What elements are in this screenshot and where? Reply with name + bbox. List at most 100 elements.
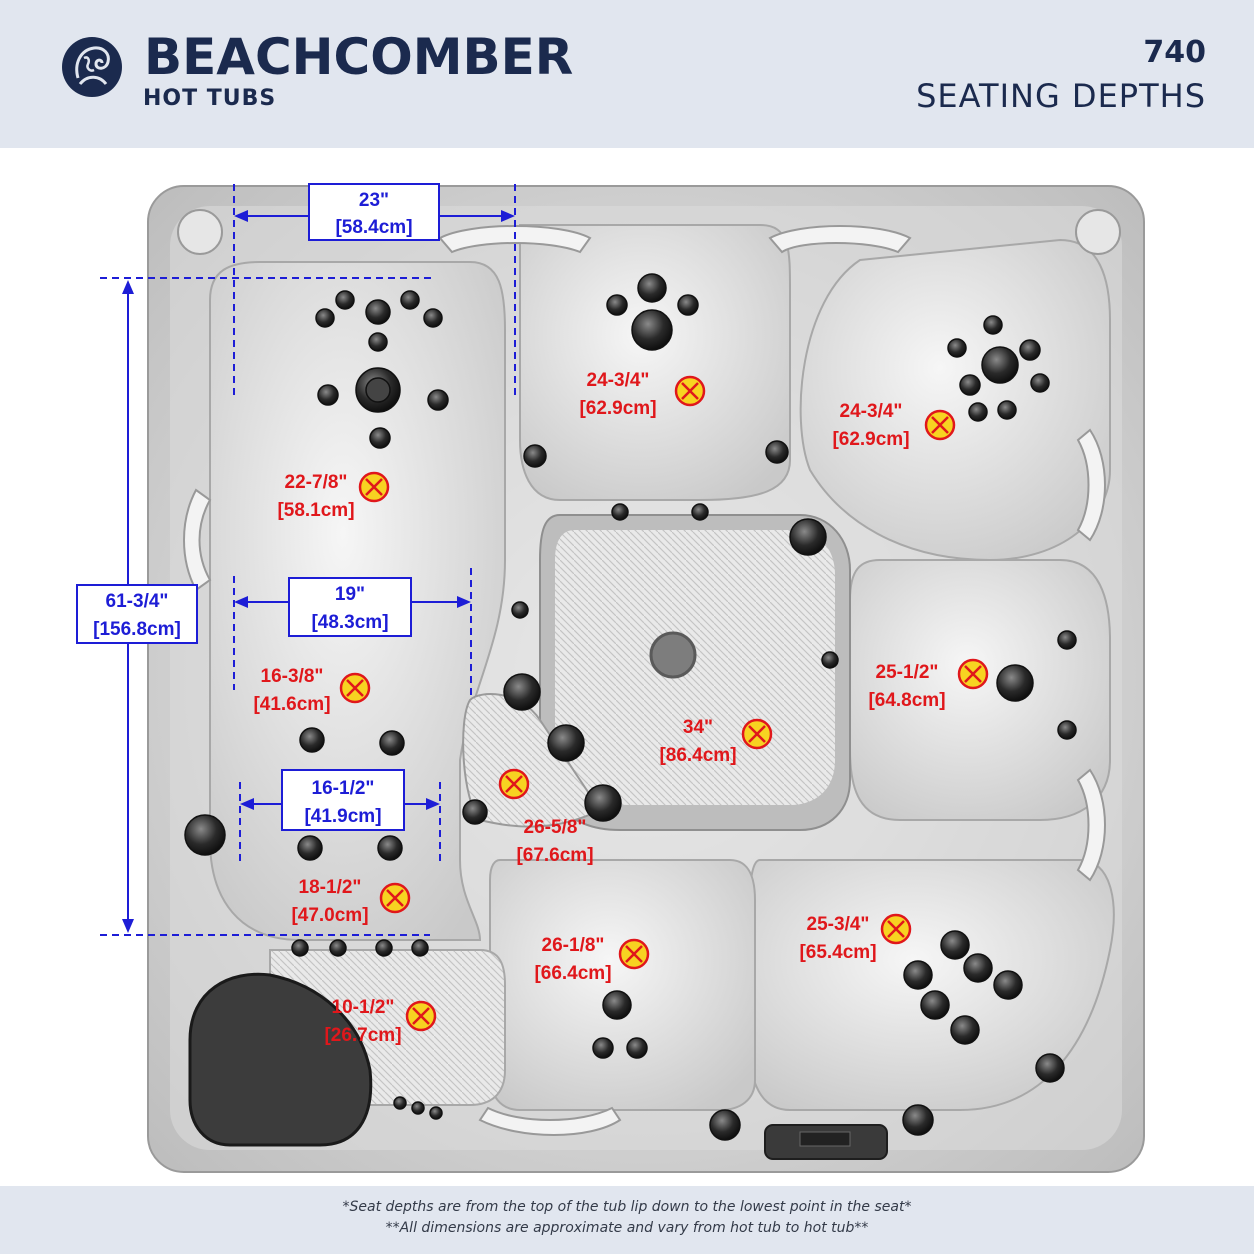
header-band xyxy=(0,0,1254,148)
jet-icon xyxy=(297,835,323,861)
seat-depth-label: 26-5/8" xyxy=(524,817,587,838)
seat-depth-label: 25-1/2" xyxy=(876,662,939,683)
footnote-approximate: **All dimensions are approximate and var… xyxy=(385,1220,869,1236)
seat-marker-icon xyxy=(924,409,956,441)
jet-icon xyxy=(429,1106,443,1120)
seat-marker-icon xyxy=(339,672,371,704)
jet-icon xyxy=(997,400,1017,420)
dimension-mid-width-in: 19" xyxy=(335,584,365,605)
jet-icon xyxy=(1057,630,1077,650)
grab-handle xyxy=(1076,428,1106,542)
dimension-overall-length-in: 61-3/4" xyxy=(106,591,169,612)
dimension-box xyxy=(281,769,405,831)
jet-icon xyxy=(329,939,347,957)
jet-icon xyxy=(462,799,488,825)
jet-icon xyxy=(299,727,325,753)
seat-depth-label: 25-3/4" xyxy=(807,914,870,935)
jet-icon xyxy=(691,503,709,521)
footnote-seat-depth: *Seat depths are from the top of the tub… xyxy=(342,1199,912,1215)
grab-handle xyxy=(768,225,912,254)
dimension-top-width-cm: [58.4cm] xyxy=(335,217,412,238)
jet-icon xyxy=(963,953,993,983)
seat-marker-icon xyxy=(358,471,390,503)
jet-icon xyxy=(375,939,393,957)
jet-icon xyxy=(1057,720,1077,740)
jet-icon xyxy=(981,346,1019,384)
jet-icon xyxy=(369,427,391,449)
seat-depth-label: [47.0cm] xyxy=(291,905,368,926)
seat-top-right xyxy=(799,238,1111,562)
seat-depth-26-5-8: 26-5/8" [67.6cm] xyxy=(498,768,594,866)
jet-icon xyxy=(637,273,667,303)
jet-icon xyxy=(993,970,1023,1000)
page-subtitle: SEATING DEPTHS xyxy=(916,77,1206,115)
seat-depth-label: [64.8cm] xyxy=(868,690,945,711)
footer-band xyxy=(0,1186,1254,1254)
jet-icon xyxy=(1019,339,1041,361)
seat-depth-label: 26-1/8" xyxy=(542,935,605,956)
seat-depth-label: [41.6cm] xyxy=(253,694,330,715)
jet-icon xyxy=(400,290,420,310)
jet-icon xyxy=(709,1109,741,1141)
seat-depth-24-3-4-top: 24-3/4" [62.9cm] xyxy=(579,370,706,419)
jet-icon xyxy=(584,784,622,822)
jet-icon xyxy=(902,1104,934,1136)
drain-icon xyxy=(649,631,697,679)
cup-holder-icon xyxy=(1075,209,1121,255)
jet-icon xyxy=(377,835,403,861)
brand-logo-icon xyxy=(60,34,124,104)
seat-depth-label: 22-7/8" xyxy=(285,472,348,493)
seat-depth-label: 18-1/2" xyxy=(299,877,362,898)
seat-depth-25-3-4: 25-3/4" [65.4cm] xyxy=(799,913,912,963)
seat-marker-icon xyxy=(741,718,773,750)
jet-icon xyxy=(959,374,981,396)
seat-depth-label: [66.4cm] xyxy=(534,963,611,984)
jet-icon xyxy=(427,389,449,411)
jet-icon xyxy=(368,332,388,352)
jet-icon xyxy=(968,402,988,422)
jet-icon xyxy=(393,1096,407,1110)
jet-icon xyxy=(1035,1053,1065,1083)
jet-icon xyxy=(611,503,629,521)
grab-handle xyxy=(478,1106,622,1136)
seat-depth-22-7-8: 22-7/8" [58.1cm] xyxy=(277,471,390,521)
seat-depth-18-1-2: 18-1/2" [47.0cm] xyxy=(291,877,411,926)
jet-icon xyxy=(983,315,1003,335)
jet-icon xyxy=(602,990,632,1020)
dimension-mid-width-cm: [48.3cm] xyxy=(311,612,388,633)
seat-marker-icon xyxy=(405,1000,437,1032)
dimension-lower-width-cm: [41.9cm] xyxy=(304,806,381,827)
jet-icon xyxy=(523,444,547,468)
jet-icon xyxy=(379,730,405,756)
jet-icon xyxy=(947,338,967,358)
jet-icon xyxy=(626,1037,648,1059)
seat-marker-icon xyxy=(618,938,650,970)
brand-subtitle: HOT TUBS xyxy=(143,86,277,111)
jet-icon xyxy=(920,990,950,1020)
seat-depth-25-1-2: 25-1/2" [64.8cm] xyxy=(868,658,989,711)
dimension-box xyxy=(308,183,440,241)
jet-icon xyxy=(411,939,429,957)
seat-marker-icon xyxy=(674,375,706,407)
cup-holder-icon xyxy=(177,209,223,255)
seat-depth-label: [86.4cm] xyxy=(659,745,736,766)
seat-depth-26-1-8: 26-1/8" [66.4cm] xyxy=(534,935,650,984)
seat-marker-icon xyxy=(880,913,912,945)
dimension-lower-width-in: 16-1/2" xyxy=(312,778,375,799)
jet-icon xyxy=(631,309,673,351)
jet-icon xyxy=(317,384,339,406)
jet-icon xyxy=(411,1101,425,1115)
jets xyxy=(184,273,1077,1141)
jet-icon xyxy=(315,308,335,328)
jet-icon xyxy=(503,673,541,711)
jet-icon xyxy=(592,1037,614,1059)
dimension-box xyxy=(76,584,198,644)
dimension-top-width-in: 23" xyxy=(359,190,389,211)
seat-depth-label: [62.9cm] xyxy=(579,398,656,419)
filter-lid xyxy=(188,972,373,1147)
grab-handle xyxy=(1076,768,1106,882)
jet-icon xyxy=(940,930,970,960)
jet-icon xyxy=(996,664,1034,702)
jet-icon xyxy=(903,960,933,990)
